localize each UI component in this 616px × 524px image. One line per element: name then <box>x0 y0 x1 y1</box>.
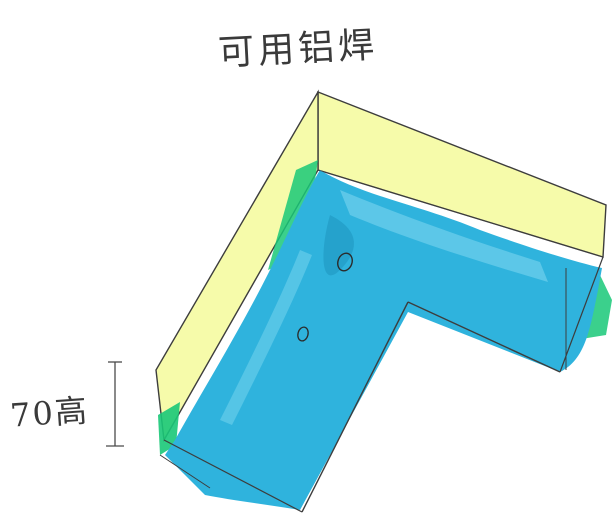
material-note: 可用铝焊 <box>217 24 380 75</box>
floor-highlight-2 <box>220 250 312 425</box>
height-note: 70高 <box>8 391 91 435</box>
floor-shadow <box>323 215 354 276</box>
right-end-edge <box>559 256 604 373</box>
green-accent-corner <box>268 160 318 270</box>
wall-bottom-edge <box>317 169 604 258</box>
left-end-inner <box>159 454 211 489</box>
bottom-end-edge <box>163 439 303 513</box>
drain-hole-icon <box>297 326 309 342</box>
height-marker-icon <box>106 361 124 447</box>
drain-hole-icon <box>337 252 353 272</box>
floor-highlight <box>340 190 548 282</box>
inner-edge-down <box>301 301 409 513</box>
inner-edge-right <box>407 301 561 373</box>
